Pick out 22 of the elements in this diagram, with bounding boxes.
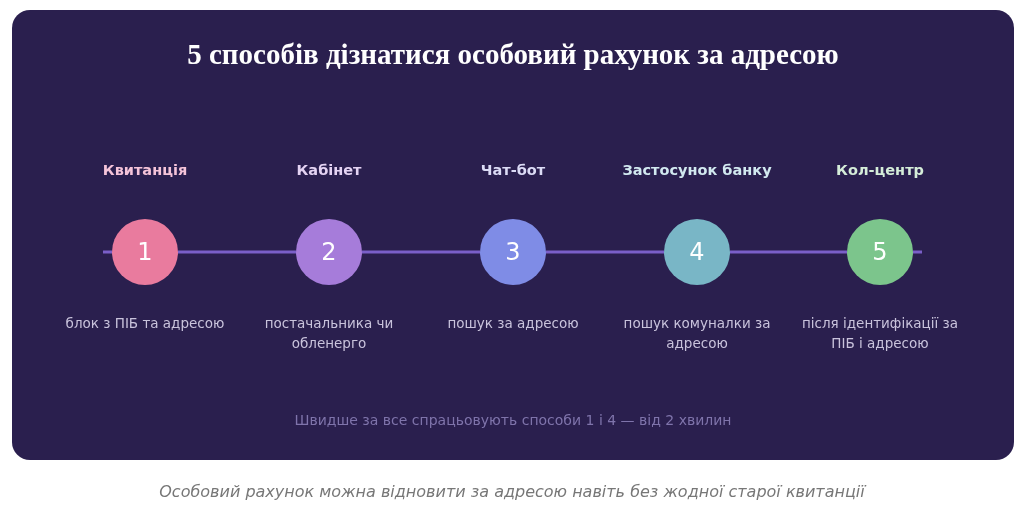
step-description: після ідентифікації за ПІБ і адресою: [800, 314, 960, 353]
title: 5 способів дізнатися особовий рахунок за адресою: [186, 38, 840, 71]
connector-line: [546, 250, 664, 254]
connector-line: [178, 250, 296, 254]
step-heading: Квитанція: [101, 162, 189, 178]
step-heading: Чат-бот: [479, 162, 547, 178]
step-number-circle: 5: [847, 219, 913, 285]
step-description: постачальника чи обленерго: [263, 314, 395, 353]
step-number-circle: 1: [112, 219, 178, 285]
step-description: пошук за адресою: [446, 314, 580, 333]
step-description: пошук комуналки за адресою: [622, 314, 772, 353]
caption: Особовий рахунок можна відновити за адресою навіть без жодної старої квитанції: [158, 482, 868, 501]
step-number-circle: 4: [664, 219, 730, 285]
connector-line: [362, 250, 480, 254]
step-number-circle: 2: [296, 219, 362, 285]
step-number-circle: 3: [480, 219, 546, 285]
step-heading: Застосунок банку: [621, 162, 773, 178]
step-description: блок з ПІБ та адресою: [64, 314, 226, 333]
footnote: Швидше за все спрацьовують способи 1 і 4 — від 2 хвилин: [293, 412, 733, 428]
step-heading: Кабінет: [295, 162, 363, 178]
connector-line: [730, 250, 847, 254]
step-heading: Кол-центр: [835, 162, 925, 178]
